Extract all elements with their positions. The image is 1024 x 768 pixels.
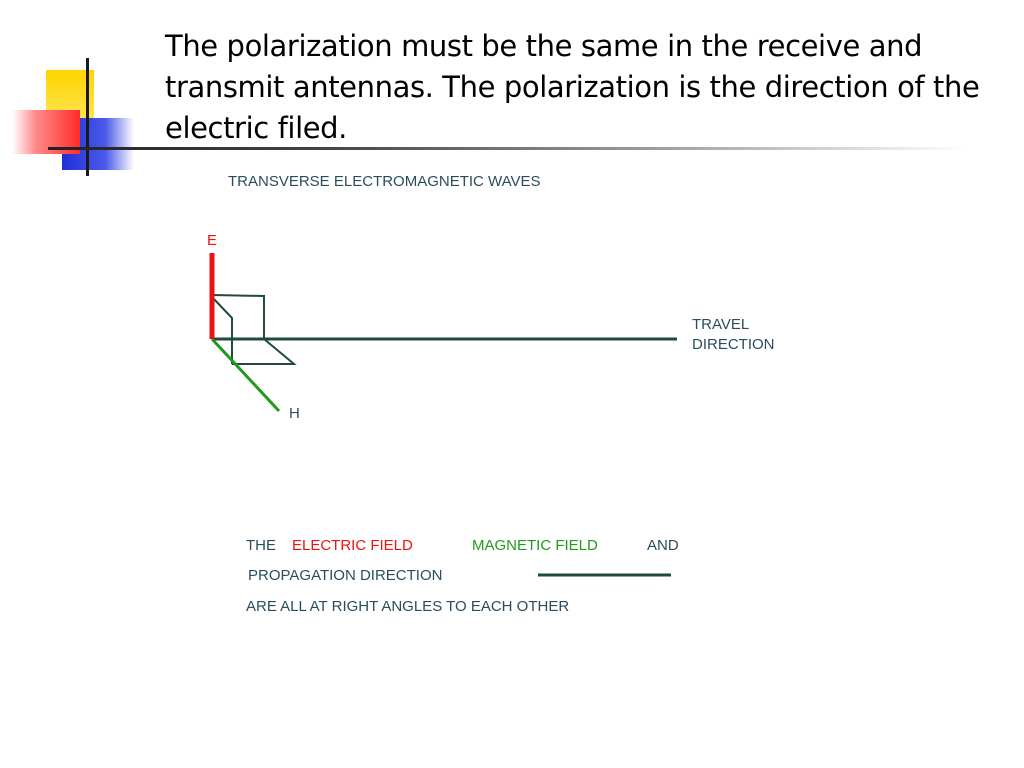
caption-and: AND [647, 537, 679, 554]
travel-label-line1: TRAVEL [692, 316, 749, 333]
field-planes [211, 294, 297, 365]
magnetic-field-vector [210, 337, 281, 413]
caption-electric-field: ELECTRIC FIELD [292, 537, 413, 554]
travel-label-line2: DIRECTION [692, 336, 775, 353]
diagram-heading: TRANSVERSE ELECTROMAGNETIC WAVES [228, 173, 541, 190]
h-label: H [289, 405, 300, 422]
slide-title: The polarization must be the same in the… [165, 29, 980, 145]
slide-logo-decoration [0, 0, 160, 185]
logo-red-square [12, 110, 80, 154]
electric-plane-outline [211, 294, 265, 339]
header-rule [48, 147, 968, 150]
caption-right-angles: ARE ALL AT RIGHT ANGLES TO EACH OTHER [246, 598, 569, 615]
e-label: E [207, 232, 217, 249]
logo-vertical-line [86, 58, 89, 176]
magnetic-plane-outline [232, 338, 297, 365]
plane-diagonal-edge [211, 296, 233, 364]
caption-magnetic-field: MAGNETIC FIELD [472, 537, 598, 554]
caption-the: THE [246, 537, 276, 554]
caption-propagation-direction: PROPAGATION DIRECTION [248, 567, 442, 584]
